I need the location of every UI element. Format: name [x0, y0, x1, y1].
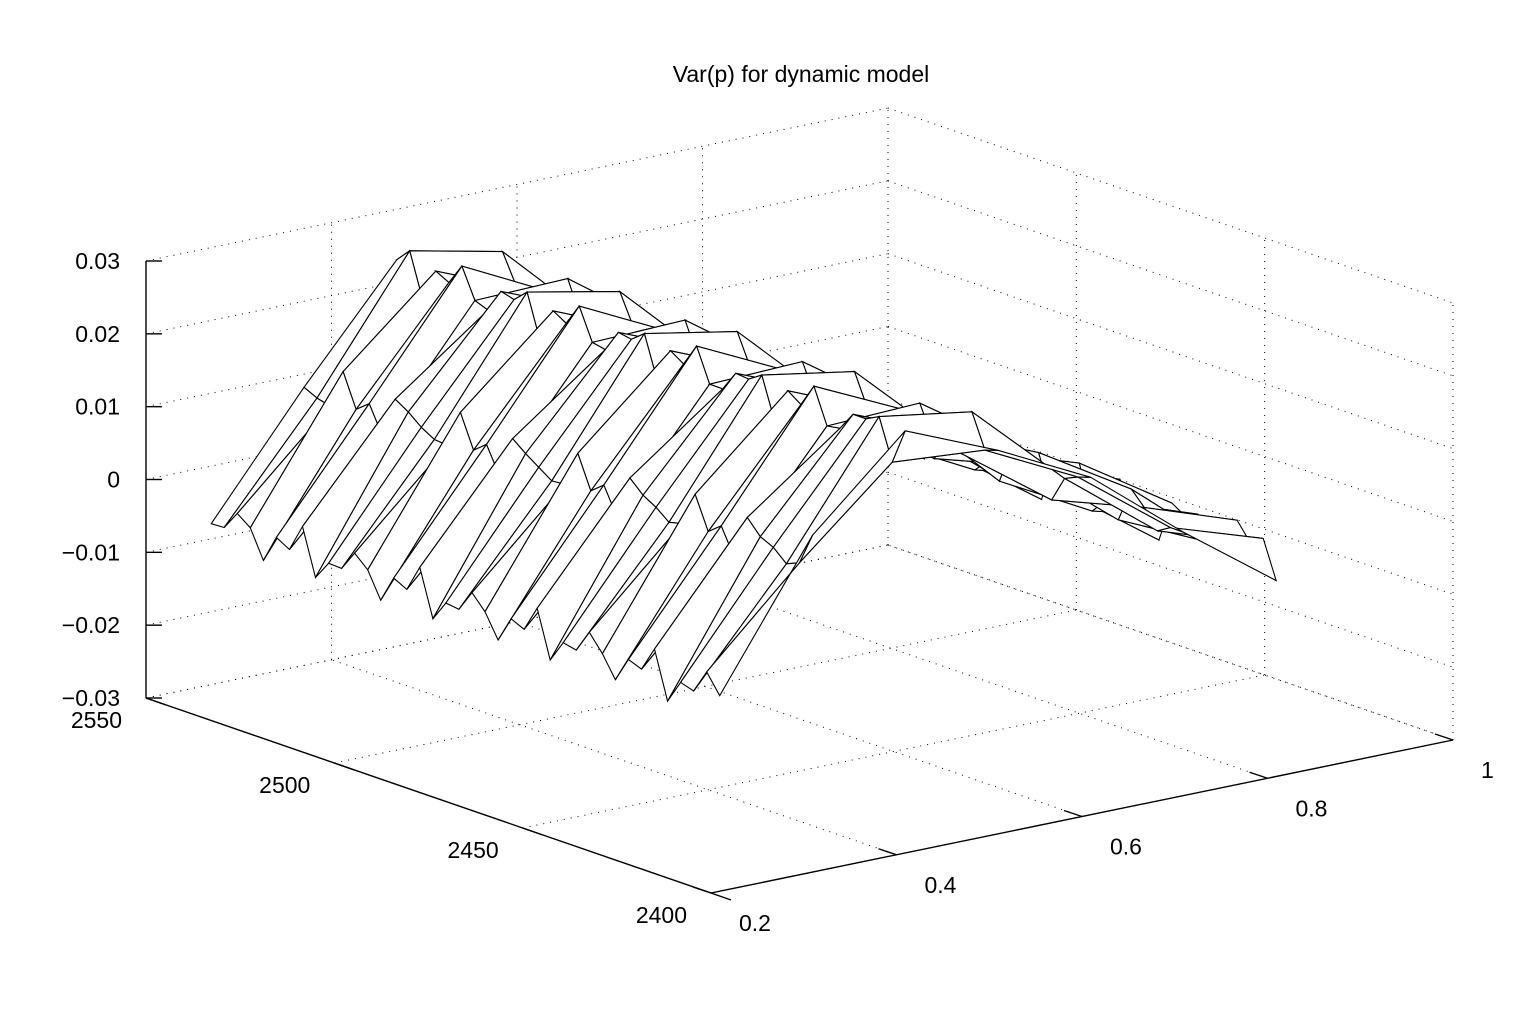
z-tick-label: −0.01: [62, 539, 120, 565]
z-tick-label: −0.02: [62, 612, 120, 638]
grid-line: [887, 544, 1454, 741]
grid-line: [887, 544, 1454, 741]
y-tick: [522, 827, 543, 836]
y-tick: [145, 697, 167, 706]
grid-line: [145, 107, 889, 262]
x-tick: [692, 886, 712, 894]
y-tick: [334, 762, 355, 771]
y-tick-label: 2400: [636, 902, 687, 928]
x-tick: [1063, 809, 1083, 818]
x-tick: [1434, 733, 1454, 741]
x-tick-label: 0.2: [739, 910, 771, 936]
grid-line: [887, 180, 1454, 377]
grid-line: [522, 674, 1265, 829]
z-tick-label: 0.02: [75, 321, 120, 347]
x-tick-label: 0.8: [1296, 795, 1328, 821]
x-tick: [878, 848, 897, 856]
grid-line: [702, 582, 1268, 779]
x-tick-label: 0.4: [925, 872, 957, 898]
x-tick-label: 0.6: [1110, 834, 1142, 860]
surface-mesh: [210, 249, 1278, 703]
y-tick-label: 2500: [259, 772, 310, 798]
tick-labels: 0.2 0.4 0.6 0.8 1 2400 2450 2500 2550−0.03 −0.02 −…: [62, 248, 1494, 936]
y-axis-line: [145, 697, 712, 894]
grid-line: [331, 659, 897, 856]
z-tick-label: −0.03: [62, 685, 120, 711]
y-tick-label: 2450: [447, 837, 498, 863]
grid-line: [334, 609, 1077, 764]
y-tick: [710, 892, 732, 901]
y-tick-label: 2550: [71, 707, 122, 733]
z-tick-label: 0: [107, 467, 120, 493]
axes: [145, 260, 1454, 901]
x-tick: [1249, 771, 1268, 779]
z-tick-label: 0.01: [75, 394, 120, 420]
chart-title: Var(p) for dynamic model: [673, 61, 930, 87]
grid-line: [887, 107, 1454, 304]
grid-line: [887, 471, 1454, 668]
surface-facet: [706, 535, 813, 697]
x-tick-label: 1: [1481, 757, 1494, 783]
z-tick-label: 0.03: [75, 248, 120, 274]
